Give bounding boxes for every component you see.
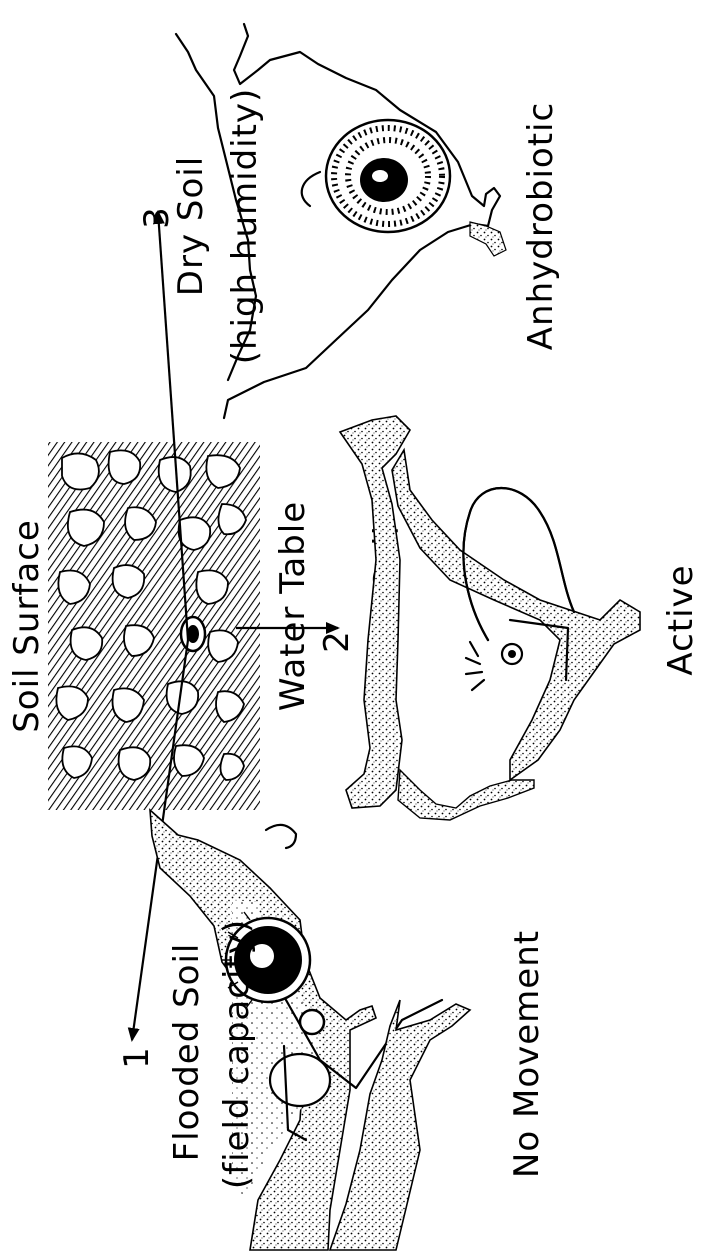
soil-block (48, 442, 260, 810)
dry-soil-label: Dry Soil (171, 156, 211, 296)
no-movement-label: No Movement (507, 930, 547, 1178)
flooded-soil-label: Flooded Soil (167, 943, 207, 1162)
high-humidity-label-group: (high humidity) (225, 88, 265, 365)
dry-soil-label-group: Dry Soil (171, 156, 211, 296)
number-2-group: 2 (317, 631, 357, 653)
anhydrobiotic-label: Anhydrobiotic (521, 102, 561, 350)
soil-surface-label: Soil Surface (7, 519, 47, 733)
field-capacity-label: (field capacity) (217, 919, 257, 1189)
field-capacity-label-group: (field capacity) (217, 919, 257, 1189)
water-table-label: Water Table (273, 501, 313, 711)
number-1-group: 1 (117, 1047, 157, 1069)
wet-soil-illustration (340, 416, 640, 820)
high-humidity-label: (high humidity) (225, 88, 265, 365)
flooded-soil-label-group: Flooded Soil (167, 943, 207, 1162)
soil-surface-label-group: Soil Surface (7, 519, 47, 733)
no-movement-label-group: No Movement (507, 930, 547, 1178)
anhydrobiotic-label-group: Anhydrobiotic (521, 102, 561, 350)
active-label: Active (661, 564, 701, 675)
number-1: 1 (117, 1047, 157, 1069)
active-label-group: Active (661, 564, 701, 675)
number-2: 2 (317, 631, 357, 653)
water-table-label-group: Water Table (273, 501, 313, 711)
